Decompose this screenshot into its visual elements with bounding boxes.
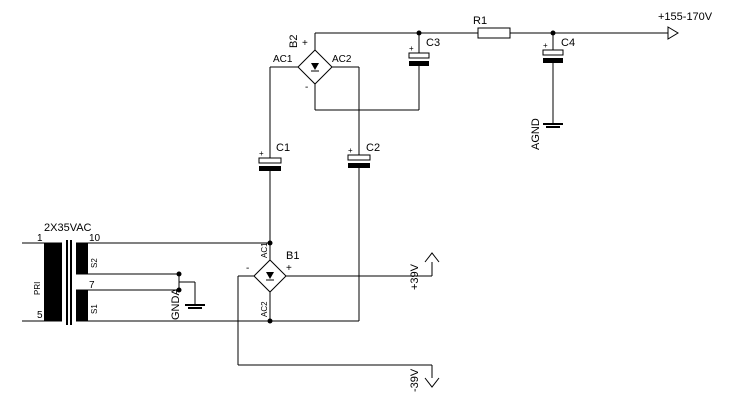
b1-ac1-label: AC1 (260, 242, 269, 258)
c2-plate-negative (348, 163, 370, 168)
minus39-label: -39V (409, 368, 421, 392)
b2-diode-icon (311, 63, 319, 70)
output-arrow-icon (667, 26, 679, 40)
c3-plus-label: + (409, 44, 414, 53)
c2-label: C2 (366, 142, 380, 154)
s2-label: S2 (90, 258, 99, 268)
pri-label: PRI (33, 282, 42, 295)
r1-label: R1 (473, 15, 487, 27)
plus39-arrow-icon (424, 252, 440, 263)
agnd-label: AGND (530, 118, 542, 150)
b2-ac2-label: AC2 (332, 54, 352, 65)
c3-label: C3 (426, 37, 440, 49)
junction-gnda-bottom (176, 287, 182, 293)
primary-winding (44, 243, 62, 321)
c4-plus-label: + (543, 41, 548, 50)
c2-plus-label: + (348, 146, 353, 155)
gnda-label: GNDA (170, 288, 182, 320)
c1-label: C1 (276, 142, 290, 154)
secondary-winding-s2 (76, 243, 88, 274)
s1-label: S1 (90, 304, 99, 314)
transformer-rating-label: 2X35VAC (44, 222, 92, 234)
junction-b1-ac2 (267, 318, 273, 324)
pin5-label: 5 (37, 310, 43, 321)
b2-minus-label: - (305, 82, 308, 93)
junction-gnda-top (176, 271, 182, 277)
minus39-arrow-icon (424, 377, 440, 388)
c4-label: C4 (561, 37, 575, 49)
c1-plus-label: + (259, 149, 264, 158)
pin10-label: 10 (89, 233, 101, 244)
pin7-label: 7 (89, 280, 95, 291)
b1-minus-label: - (246, 263, 249, 274)
b2-ac1-label: AC1 (273, 54, 293, 65)
c4-plate-negative (543, 58, 563, 63)
c1-plate-positive (258, 157, 282, 164)
b1-diode-icon (266, 272, 274, 279)
b1-ac2-label: AC2 (260, 301, 269, 317)
b2-plus-label: + (302, 38, 308, 49)
secondary-winding-s1 (76, 290, 88, 321)
c3-plate-positive (408, 52, 430, 59)
b2-label: B2 (288, 35, 300, 48)
b1-label: B1 (286, 250, 299, 262)
c4-plate-positive (542, 49, 564, 56)
r1-resistor (477, 27, 511, 39)
pin1-label: 1 (37, 233, 43, 244)
plus39-label: +39V (409, 263, 421, 290)
c1-plate-negative (259, 166, 281, 171)
c3-plate-negative (409, 61, 429, 66)
output-voltage-label: +155-170V (658, 11, 713, 23)
b1-plus-label: + (286, 263, 292, 274)
c2-plate-positive (347, 154, 371, 161)
